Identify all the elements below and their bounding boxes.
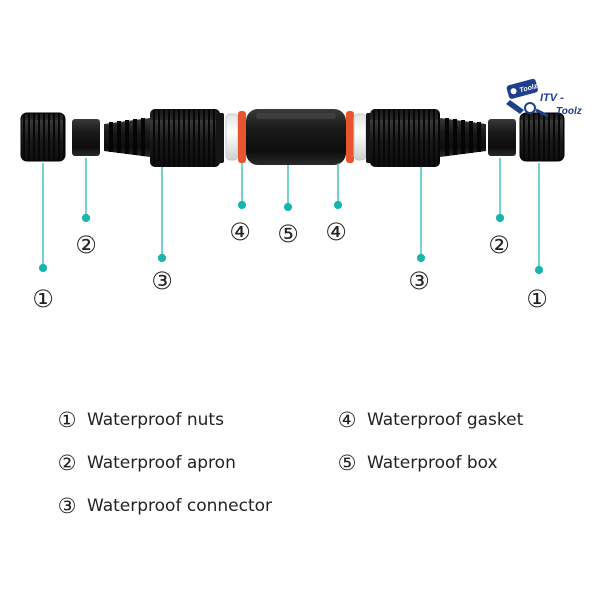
leader-left-connector [157,167,167,263]
callout-right-apron: ② [488,231,510,259]
callout-left-connector: ③ [151,267,173,295]
legend-label: Waterproof gasket [367,410,524,430]
legend-item-gasket: ④ Waterproof gasket [335,408,524,432]
legend-num: ① [57,408,77,432]
legend-label: Waterproof nuts [87,410,224,430]
logo-text-line1: ITV - [540,92,564,104]
legend-num: ⑤ [337,451,357,475]
leader-right-gasket [333,163,343,210]
right-apron [488,119,516,156]
legend-label: Waterproof apron [87,453,236,473]
left-connector [104,109,224,167]
logo-text-line2: Toolz [556,106,582,117]
leader-right-nut [534,163,544,275]
legend-item-apron: ② Waterproof apron [55,451,236,475]
center-box [246,109,346,165]
right-connector [366,109,486,167]
leader-right-connector [416,167,426,263]
leader-left-nut [38,163,48,273]
callout-left-gasket: ④ [229,218,251,246]
leader-center-box [283,165,293,212]
callout-left-apron: ② [75,231,97,259]
legend-item-nuts: ① Waterproof nuts [55,408,224,432]
right-gasket [346,111,367,163]
logo-badge-text: Toolz [519,83,539,95]
itv-toolz-logo: Toolz ITV - Toolz [506,78,582,118]
legend-item-box: ⑤ Waterproof box [335,451,498,475]
left-apron [72,119,100,156]
leader-left-apron [81,158,91,223]
callout-right-nut: ① [526,285,548,313]
right-nut [519,112,565,162]
legend-num: ④ [337,408,357,432]
callout-center-box: ⑤ [277,220,299,248]
legend-num: ③ [57,494,77,518]
leader-right-apron [495,158,505,223]
callout-left-nut: ① [32,285,54,313]
legend-item-connector: ③ Waterproof connector [55,494,272,518]
left-gasket [225,111,246,163]
legend-label: Waterproof box [367,453,498,473]
left-nut [20,112,66,162]
callout-right-gasket: ④ [325,218,347,246]
callout-right-connector: ③ [408,267,430,295]
leader-left-gasket [237,163,247,210]
legend-label: Waterproof connector [87,496,273,516]
legend-num: ② [57,451,77,475]
